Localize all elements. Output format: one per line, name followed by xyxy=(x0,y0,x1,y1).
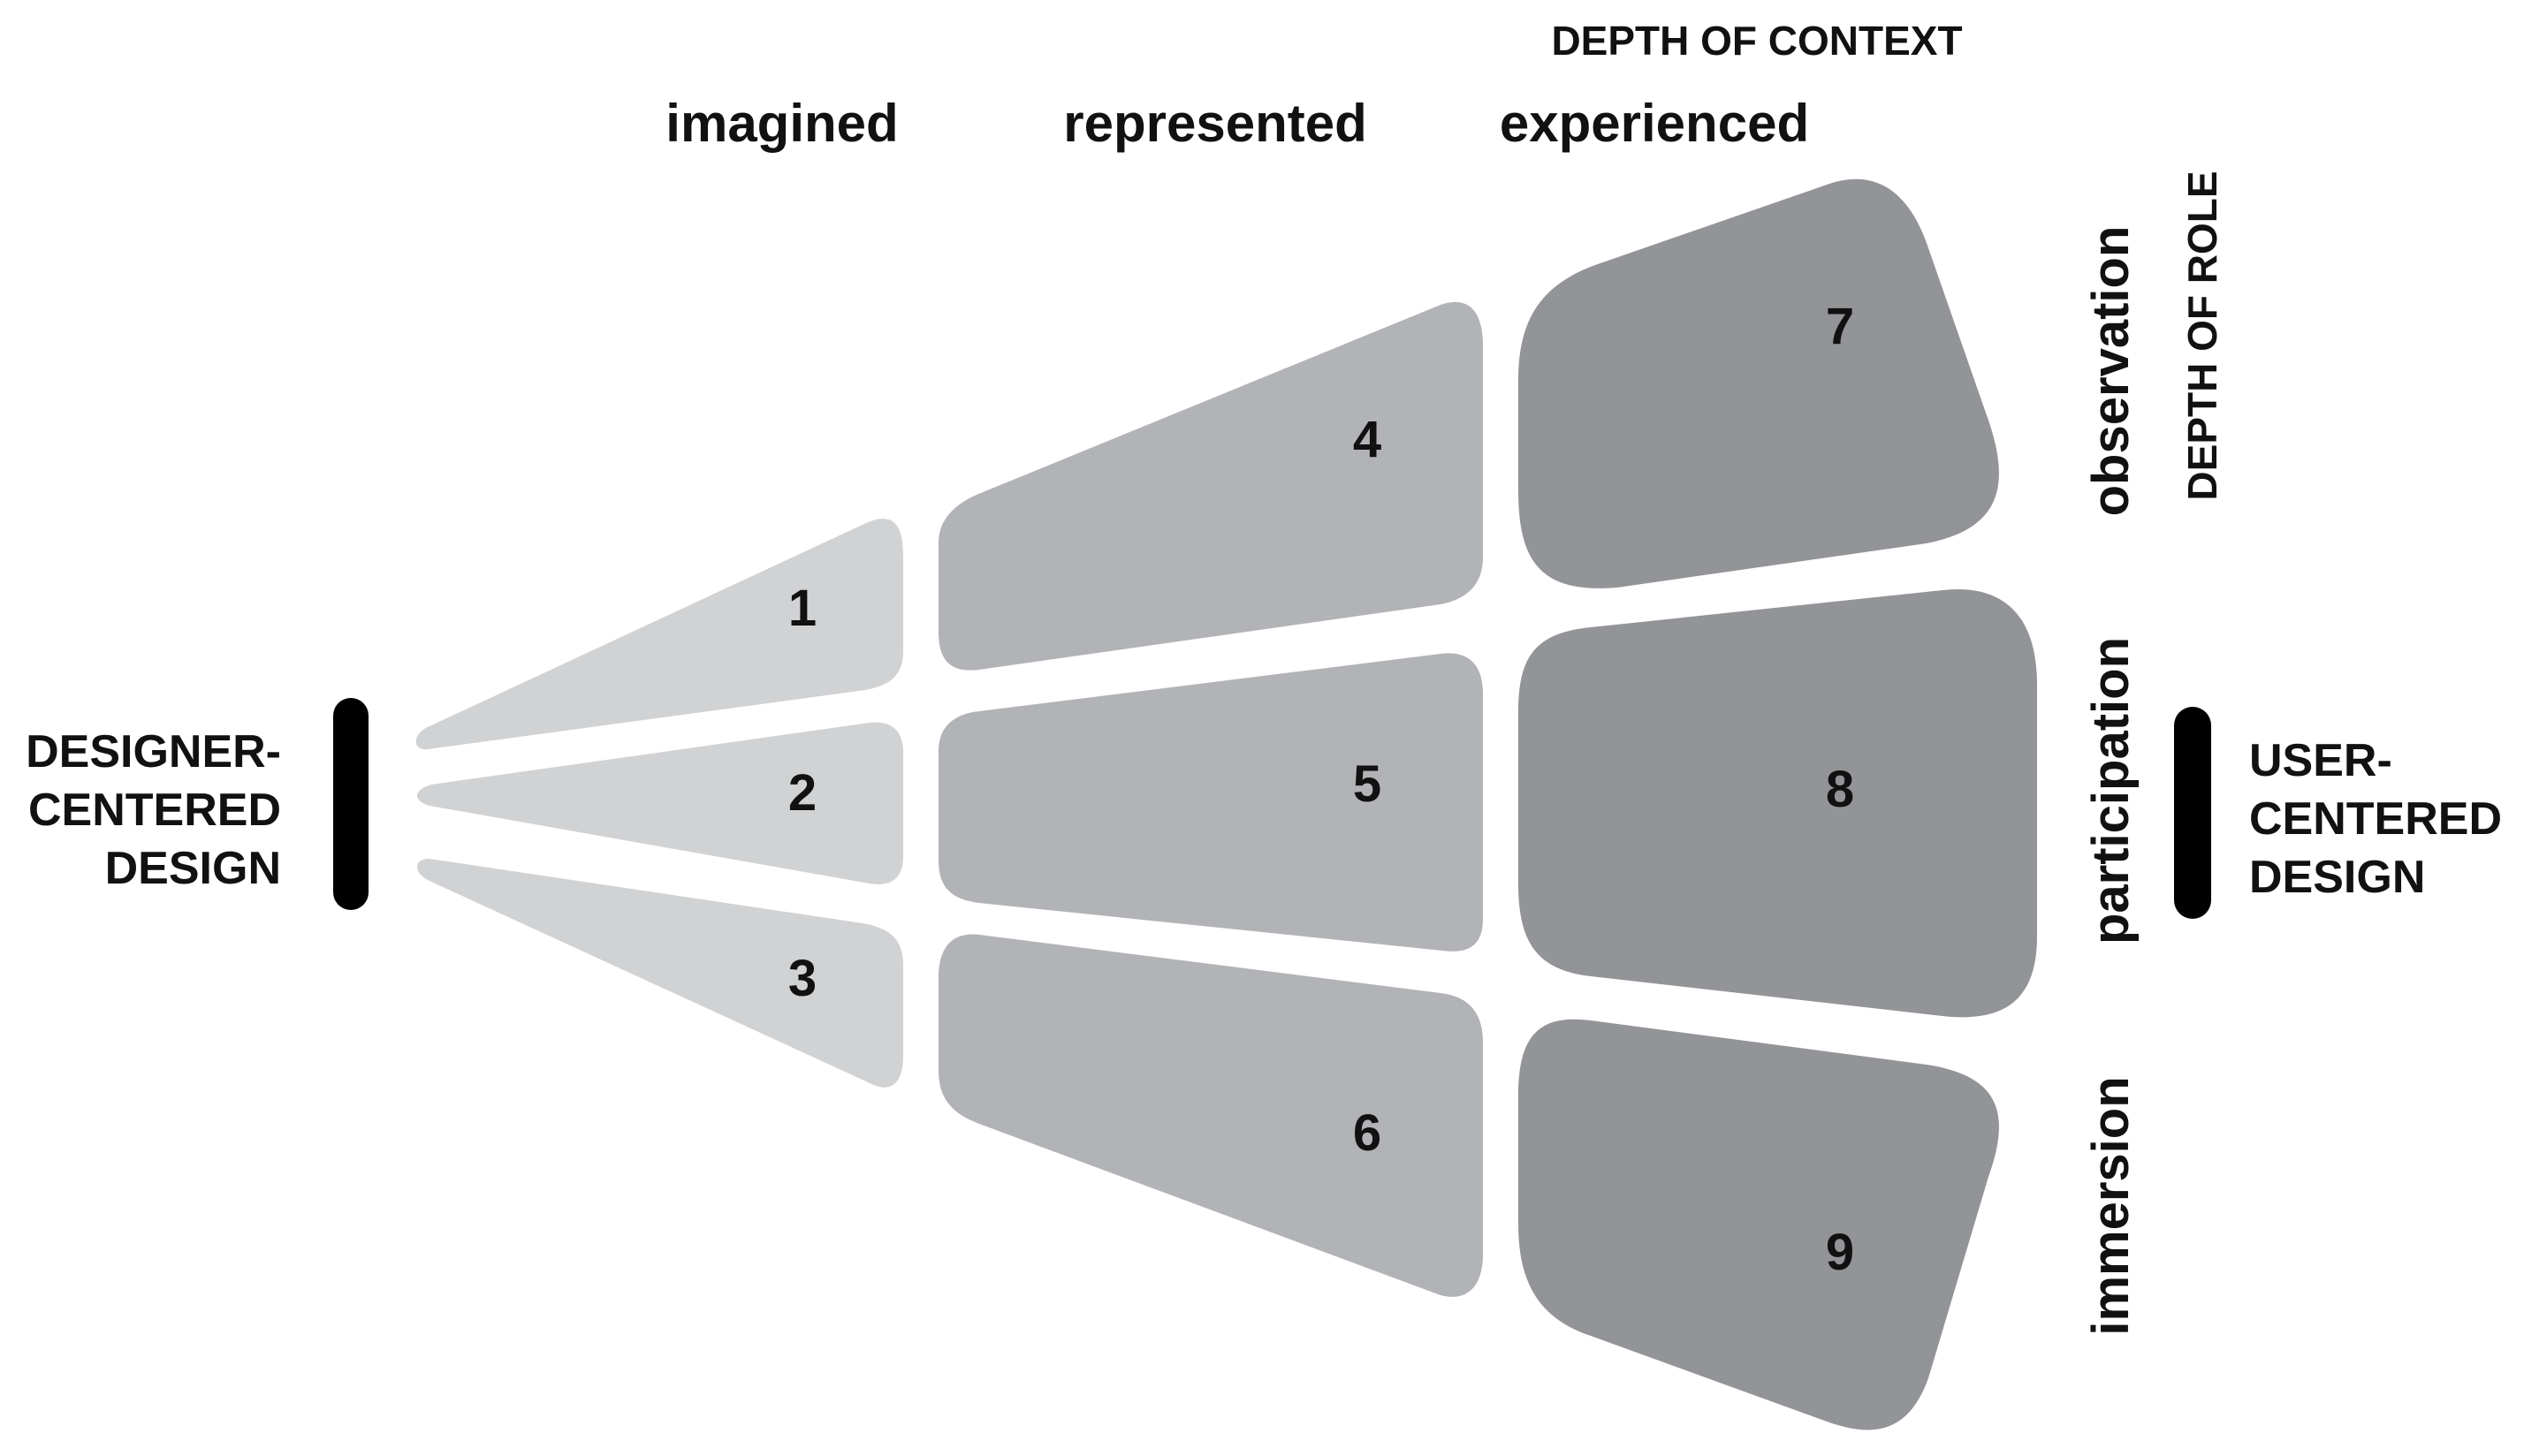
row-label-immersion: immersion xyxy=(2082,1076,2140,1335)
cell-8-number: 8 xyxy=(1826,761,1854,818)
depth-of-role-title: DEPTH OF ROLE xyxy=(2179,171,2225,500)
cell-9-shape xyxy=(1518,1019,1999,1430)
row-label-observation: observation xyxy=(2082,226,2140,517)
designer-centered-label-line-3: DESIGN xyxy=(105,843,281,894)
cell-3-shape xyxy=(416,859,904,1088)
cell-6-number: 6 xyxy=(1353,1104,1381,1162)
designer-centered-label-line-1: DESIGNER- xyxy=(26,726,281,777)
cell-7-number: 7 xyxy=(1826,298,1854,355)
cell-2-number: 2 xyxy=(788,764,817,822)
designer-centered-pole xyxy=(333,698,369,910)
column-label-imagined: imagined xyxy=(665,94,898,153)
cell-4-number: 4 xyxy=(1353,411,1381,468)
cell-1-number: 1 xyxy=(788,580,817,637)
user-centered-pole xyxy=(2174,707,2211,919)
cell-4-shape xyxy=(939,301,1483,671)
user-centered-label-line-3: DESIGN xyxy=(2249,852,2425,903)
user-centered-label-line-1: USER- xyxy=(2249,735,2392,786)
cell-2-shape xyxy=(416,722,904,884)
column-label-experienced: experienced xyxy=(1500,94,1809,153)
cell-8-shape xyxy=(1518,588,2037,1018)
user-centered-label-line-2: CENTERED xyxy=(2249,793,2502,845)
column-label-represented: represented xyxy=(1063,94,1366,153)
cell-7-shape xyxy=(1518,178,1999,588)
cell-3-number: 3 xyxy=(788,950,817,1007)
cell-1-shape xyxy=(415,519,903,750)
cell-6-shape xyxy=(939,934,1483,1297)
designer-centered-label-line-2: CENTERED xyxy=(28,785,281,836)
cell-5-shape xyxy=(939,653,1483,952)
cell-5-number: 5 xyxy=(1353,755,1381,813)
cell-9-number: 9 xyxy=(1826,1224,1854,1281)
depth-of-context-title: DEPTH OF CONTEXT xyxy=(1551,18,1962,64)
row-label-participation: participation xyxy=(2082,637,2140,944)
